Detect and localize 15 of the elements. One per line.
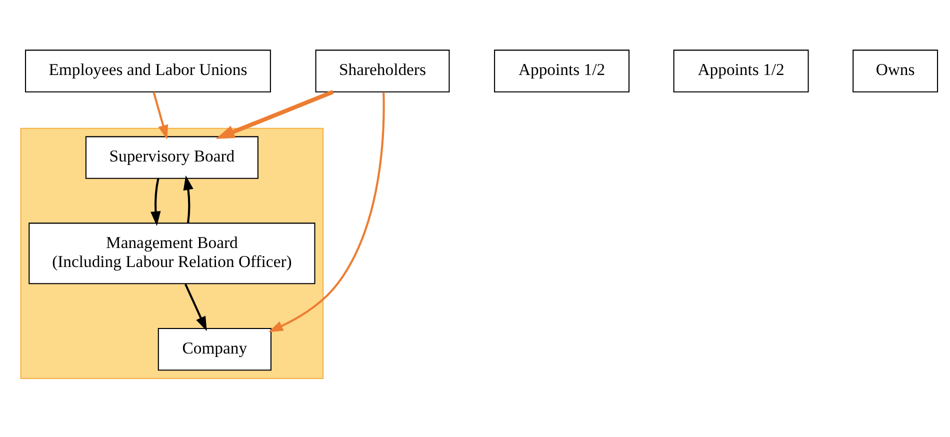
arrow [216,90,334,139]
cluster [20,128,324,379]
arrow [152,92,168,140]
node-box: Appoints 1/2 [673,50,809,92]
arrow [150,178,161,226]
node-box: Management Board (Including Labour Relation Officer) [28,222,316,284]
node-box: Supervisory Board [85,136,258,179]
arrow [183,175,194,224]
node-box: Employees and Labor Unions [25,50,271,92]
node-box: Company [158,328,272,371]
arrow [268,92,385,332]
node-box: Shareholders [315,50,450,92]
node-box: Appoints 1/2 [494,50,630,92]
node-box: Owns [852,50,938,92]
arrow [184,284,207,332]
